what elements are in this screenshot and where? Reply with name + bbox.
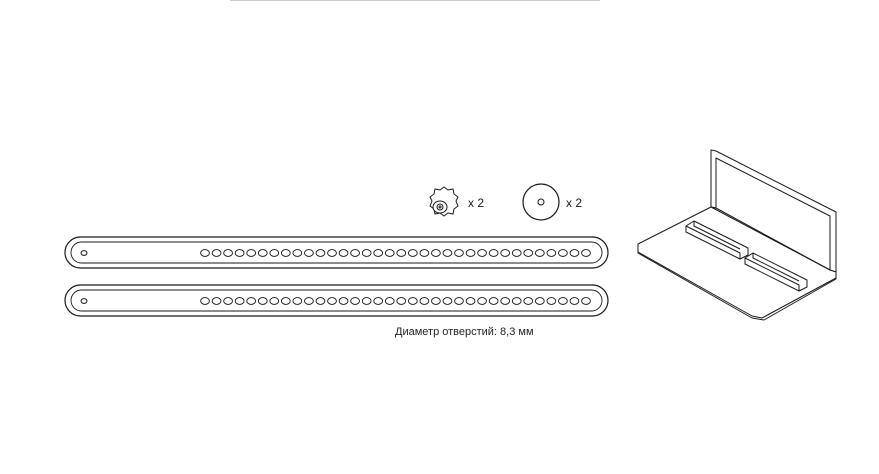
rails-group <box>64 236 609 317</box>
rail-hole <box>558 249 568 257</box>
rail-hole <box>511 297 522 305</box>
rail-hole <box>211 297 222 305</box>
rail-hole <box>500 297 511 305</box>
rail-hole <box>465 297 476 305</box>
rail-hole <box>338 249 349 257</box>
rail-hole <box>350 249 360 257</box>
knob-quantity-label: x 2 <box>468 196 485 210</box>
hole-diameter-caption: Диаметр отверстий: 8,3 мм <box>395 326 534 338</box>
rail-hole <box>211 249 222 257</box>
rail-hole <box>442 249 453 257</box>
rail-hole <box>327 297 337 305</box>
rail-hole <box>419 249 430 257</box>
rail-hole <box>315 297 326 305</box>
rail-hole <box>569 297 580 305</box>
rail-hole <box>500 249 511 257</box>
knob-icon <box>429 186 459 217</box>
rail-hole <box>373 249 384 257</box>
rail-hole <box>315 249 326 257</box>
rail-hole <box>569 249 580 257</box>
rail-hole <box>477 297 487 305</box>
rail-hole <box>488 297 499 305</box>
rail-hole <box>280 249 291 257</box>
rail-hole <box>269 249 280 257</box>
rail-hole <box>234 249 245 257</box>
rail-hole <box>200 297 210 305</box>
rail-hole <box>419 297 430 305</box>
rail-hole <box>350 297 360 305</box>
washer-quantity-label: x 2 <box>566 196 583 210</box>
rail-hole <box>523 249 534 257</box>
rail-hole <box>534 297 545 305</box>
rail-hole <box>257 249 268 257</box>
rail-hole <box>292 249 303 257</box>
rail-hole <box>234 297 245 305</box>
rail-hole <box>223 297 233 305</box>
rail-hole <box>442 297 453 305</box>
rail-hole <box>511 249 522 257</box>
rail-hole <box>546 297 557 305</box>
rail-hole <box>304 297 314 305</box>
rail-hole <box>361 249 372 257</box>
rail-hole <box>338 297 349 305</box>
rail-hole <box>246 249 257 257</box>
rail-end-hole <box>80 298 88 304</box>
rail-hole <box>407 297 418 305</box>
rail-hole <box>304 249 314 257</box>
rail-hole <box>581 297 591 305</box>
rail-hole <box>280 297 291 305</box>
rail-hole <box>431 297 441 305</box>
washer-icon <box>522 183 560 221</box>
rail-hole <box>454 297 464 305</box>
rail-hole <box>292 297 303 305</box>
rail-hole <box>361 297 372 305</box>
rail-hole <box>327 249 337 257</box>
bracket-icon <box>637 149 837 321</box>
rail <box>64 284 609 317</box>
rail-hole <box>396 249 407 257</box>
rail <box>64 236 609 269</box>
rail-hole <box>200 249 210 257</box>
rail-hole <box>246 297 257 305</box>
rail-hole <box>581 249 591 257</box>
rail-hole <box>477 249 487 257</box>
rail-hole <box>257 297 268 305</box>
rail-hole <box>465 249 476 257</box>
rail-hole <box>534 249 545 257</box>
rail-hole <box>558 297 568 305</box>
rail-hole <box>269 297 280 305</box>
rail-hole <box>523 297 534 305</box>
rail-hole <box>407 249 418 257</box>
rail-hole <box>384 249 395 257</box>
rail-hole <box>373 297 384 305</box>
rail-hole <box>546 249 557 257</box>
rail-hole <box>396 297 407 305</box>
rail-hole <box>454 249 464 257</box>
rail-hole <box>431 249 441 257</box>
rail-end-hole <box>80 250 88 256</box>
rail-hole <box>384 297 395 305</box>
rail-hole <box>223 249 233 257</box>
rail-hole <box>488 249 499 257</box>
